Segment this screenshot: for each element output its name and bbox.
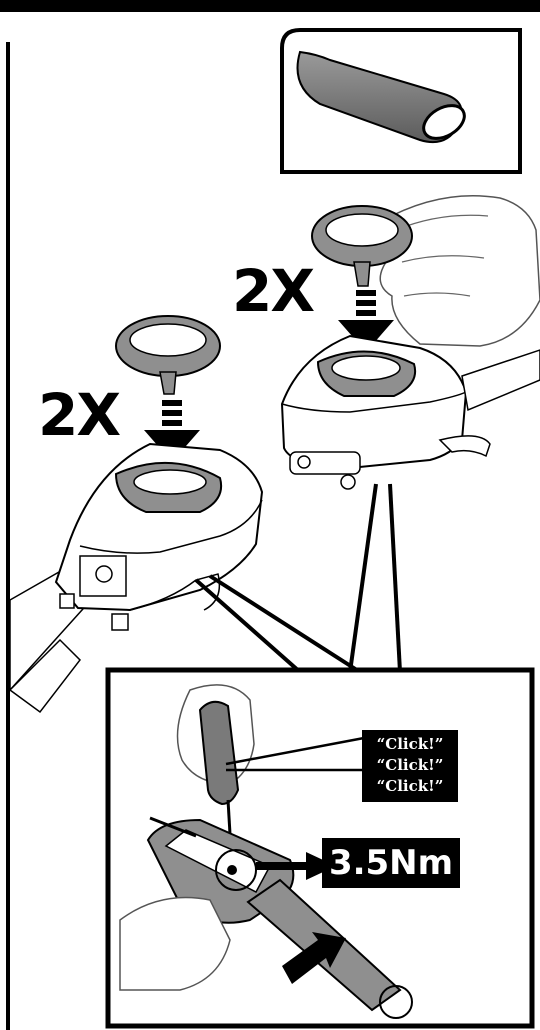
repeat-count-upper: 2X [232, 257, 315, 325]
click-text: “Click!” [376, 735, 444, 753]
left-border-line [6, 42, 10, 1030]
strap-loose-lower [115, 315, 221, 395]
lower-assembly [8, 315, 264, 714]
callout-lines [194, 483, 402, 674]
upper-assembly [280, 195, 540, 490]
arrow-up-left-icon [282, 932, 346, 984]
strap-mounted-upper [316, 350, 416, 397]
click-sound-label: “Click!” “Click!” “Click!” [362, 730, 458, 802]
tube-detail-inset [280, 28, 522, 174]
top-border-bar [0, 0, 540, 12]
tube-opening [422, 104, 466, 140]
click-text: “Click!” [376, 777, 444, 795]
strap-loose-upper [311, 205, 413, 287]
torque-value-badge: 3.5Nm [322, 838, 460, 888]
torque-detail-inset [105, 667, 535, 1029]
click-text: “Click!” [376, 756, 444, 774]
repeat-count-lower: 2X [38, 381, 121, 449]
arrow-down-icon [338, 290, 394, 352]
strap-mounted-lower [114, 461, 222, 513]
hand-illustration [374, 195, 540, 347]
